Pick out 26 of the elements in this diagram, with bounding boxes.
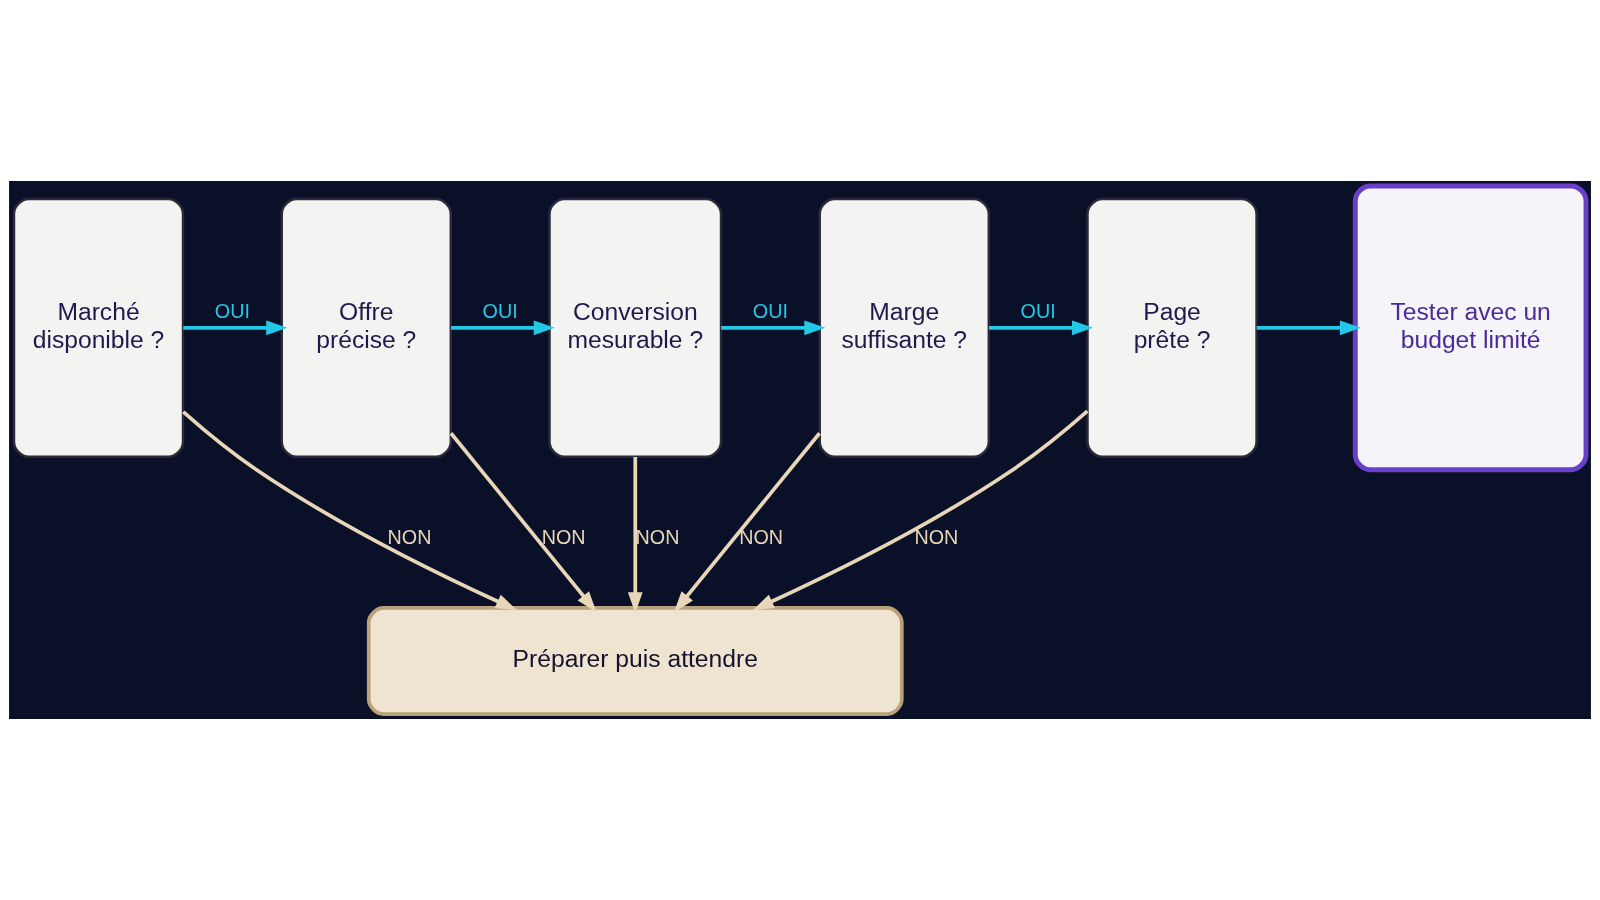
arrow xyxy=(721,320,826,336)
edge-label: NON xyxy=(635,525,680,548)
edge-label: NON xyxy=(387,525,432,548)
arrow xyxy=(182,410,517,611)
node-box: Conversion mesurable ? xyxy=(548,197,723,459)
edge-label: OUI xyxy=(1020,299,1056,322)
arrow xyxy=(451,320,555,336)
arrow xyxy=(673,432,821,613)
node-box: Page prête ? xyxy=(1086,197,1258,459)
arrow xyxy=(989,320,1093,336)
node-box: Marge suffisante ? xyxy=(818,197,991,459)
arrow xyxy=(183,320,288,336)
arrow xyxy=(752,409,1089,611)
edge-label: OUI xyxy=(214,299,250,322)
edge-label: OUI xyxy=(482,299,518,322)
node-box: Préparer puis attendre xyxy=(366,606,904,716)
node-box: Marché disponible ? xyxy=(12,197,185,459)
edge-label: NON xyxy=(739,525,784,548)
edge-label: OUI xyxy=(752,299,788,322)
node-box: Offre précise ? xyxy=(280,197,453,459)
arrow xyxy=(627,456,643,614)
edge-label: NON xyxy=(541,525,586,548)
arrow xyxy=(449,432,597,613)
edge-label: NON xyxy=(914,525,959,548)
node-box: Tester avec un budget limité xyxy=(1352,183,1589,473)
arrow xyxy=(1256,320,1361,336)
